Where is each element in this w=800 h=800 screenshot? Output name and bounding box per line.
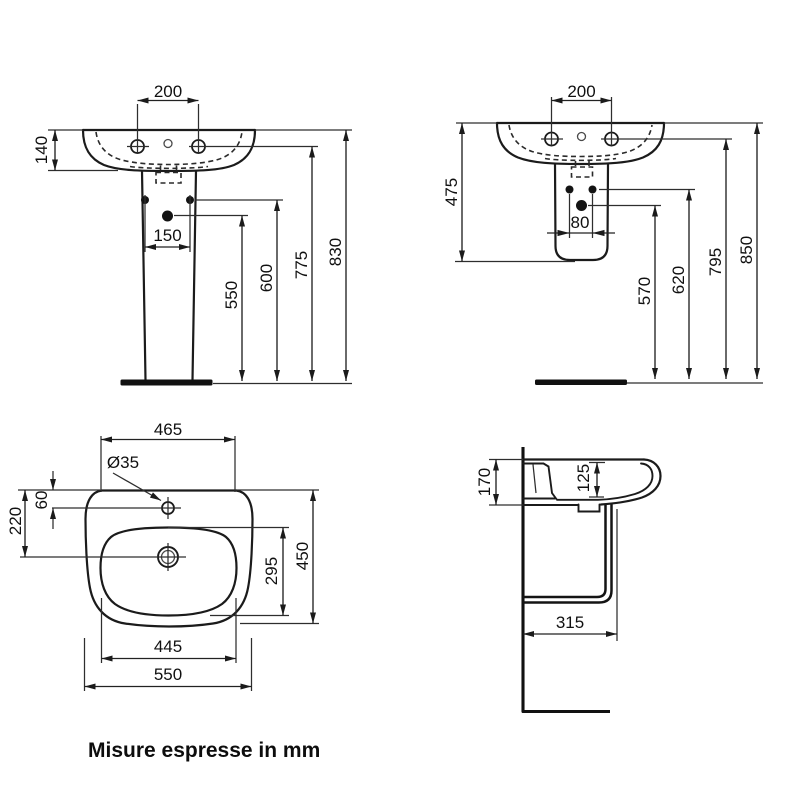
dim-drain-height: 550 (222, 281, 241, 309)
dim-basin-semi-pedestal-height: 475 (442, 178, 461, 206)
leader-arrow (112, 472, 162, 502)
view-plan: 465 Ø35 60 220 295 450 445 550 (6, 420, 319, 691)
drain-flange (577, 503, 601, 513)
basin-inner-rim-dashed (95, 131, 243, 166)
view-front-pedestal: 200 140 150 550 600 775 830 (32, 82, 352, 386)
bowl-inner-profile (556, 462, 654, 501)
view-side: 170 125 315 (475, 447, 662, 714)
basin-inner-rim-dashed (508, 124, 653, 158)
dim-fixing-holes-height: 620 (669, 266, 688, 294)
dim-overall-depth: 450 (293, 542, 312, 570)
view-front-semi-pedestal: 200 475 80 570 620 795 850 (442, 82, 763, 385)
drain-point (576, 200, 587, 211)
dim-wall-projection: 315 (556, 613, 584, 632)
dim-rim-to-underside: 170 (475, 468, 494, 496)
basin-plan-outline (84, 489, 254, 628)
basin-outline (495, 121, 666, 166)
drain-dashed-box (570, 166, 594, 178)
basin-bowl-bottom-dashed (129, 165, 209, 170)
dim-bowl-width: 445 (154, 637, 182, 656)
overflow-hole (163, 138, 173, 149)
wall-and-floor (521, 447, 610, 714)
pedestal-base (120, 379, 213, 386)
floor-bar (535, 379, 627, 385)
semi-pedestal-outline (553, 162, 610, 262)
overflow-hole (576, 131, 587, 142)
dim-tap-hole-spacing: 200 (567, 82, 595, 101)
drain-pipe-inner (523, 504, 607, 599)
drain-pipe-outer (523, 504, 613, 604)
dim-pedestal-fixing-spacing: 150 (153, 226, 181, 245)
fixing-hole-left (565, 185, 574, 194)
dim-fixing-spacing: 80 (571, 213, 590, 232)
tap-deck-profile (522, 462, 558, 500)
tap-deck-inner-line (532, 464, 537, 494)
drain-dashed-box (155, 171, 182, 184)
pedestal-left-edge (140, 169, 147, 382)
drain-point (162, 210, 173, 222)
arrowhead (557, 229, 570, 237)
dim-tap-hole-spacing: 200 (154, 82, 182, 101)
fixing-hole-right (588, 185, 597, 194)
dim-overall-height: 850 (737, 236, 756, 264)
basin-bowl-bottom-dashed (544, 157, 617, 162)
dim-tap-deck-height: 775 (292, 251, 311, 279)
dim-drain-offset: 220 (6, 507, 25, 535)
bowl-plan-outline (99, 526, 238, 617)
units-note: Misure espresse in mm (88, 739, 320, 762)
dim-top-edge-width: 465 (154, 420, 182, 439)
dim-bowl-depth: 295 (262, 557, 281, 585)
dim-bowl-inner-depth: 125 (574, 464, 593, 492)
basin-front-profile (599, 458, 662, 506)
dim-fixing-holes-height: 600 (257, 264, 276, 292)
pedestal-right-edge (191, 169, 198, 382)
dim-rim-depth: 140 (32, 136, 51, 164)
dim-tap-deck-height: 795 (706, 248, 725, 276)
dim-overall-height: 830 (326, 238, 345, 266)
arrowhead (592, 229, 605, 237)
basin-outline (81, 128, 257, 173)
dim-tap-hole-diameter: Ø35 (107, 453, 139, 472)
dim-drain-height: 570 (635, 277, 654, 305)
dim-tap-hole-offset: 60 (32, 491, 51, 510)
dim-overall-width: 550 (154, 665, 182, 684)
